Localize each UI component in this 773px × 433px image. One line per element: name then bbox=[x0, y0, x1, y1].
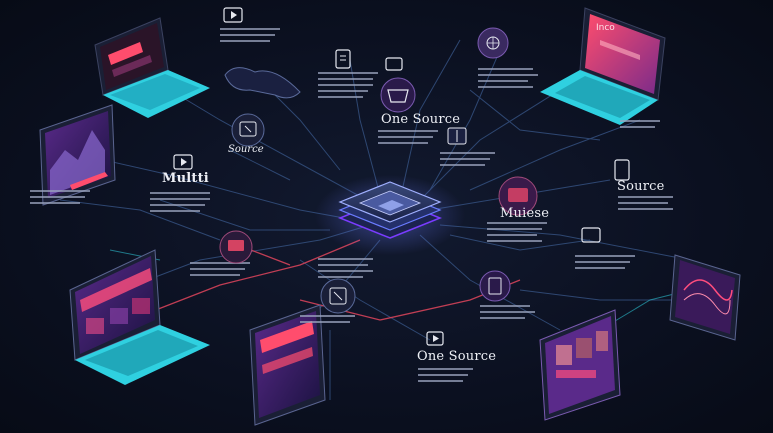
multi-label: Multti bbox=[162, 171, 209, 186]
tablet-bottom-center bbox=[249, 304, 326, 426]
gamepad-icon bbox=[224, 67, 301, 99]
laptop-bottom-left bbox=[69, 249, 210, 385]
text-blocks bbox=[30, 28, 673, 382]
one-source-top-label: One Source bbox=[381, 112, 461, 127]
globe-icon bbox=[477, 27, 509, 59]
source-small-label: Source bbox=[228, 144, 264, 155]
tv-icon bbox=[219, 230, 253, 264]
one-source-bottom-label: One Source bbox=[417, 349, 497, 364]
card-icon bbox=[320, 278, 356, 314]
muiese-label: Muiese bbox=[500, 206, 550, 221]
editor-icon bbox=[231, 113, 265, 147]
laptop-top-right: Inco bbox=[540, 7, 666, 125]
monitor-icon bbox=[581, 227, 601, 243]
play-icon bbox=[173, 154, 193, 170]
source-right-label: Source bbox=[617, 179, 665, 194]
phone-icon bbox=[614, 159, 630, 181]
monitor-bottom-right bbox=[539, 309, 621, 421]
window-icon bbox=[385, 57, 403, 71]
doc-icon bbox=[335, 49, 351, 69]
tablet-right bbox=[669, 254, 741, 341]
central-hub bbox=[315, 175, 465, 255]
play-icon bbox=[223, 7, 243, 23]
play-icon bbox=[426, 331, 444, 346]
basket-icon bbox=[380, 77, 416, 113]
laptop-screen-title: Inco bbox=[596, 23, 615, 33]
laptop-top-left bbox=[94, 17, 210, 118]
monitor-left bbox=[39, 104, 116, 206]
highlight-lines bbox=[129, 239, 521, 321]
book-icon bbox=[447, 127, 467, 145]
server-icon bbox=[498, 176, 538, 216]
document-icon bbox=[479, 270, 511, 302]
